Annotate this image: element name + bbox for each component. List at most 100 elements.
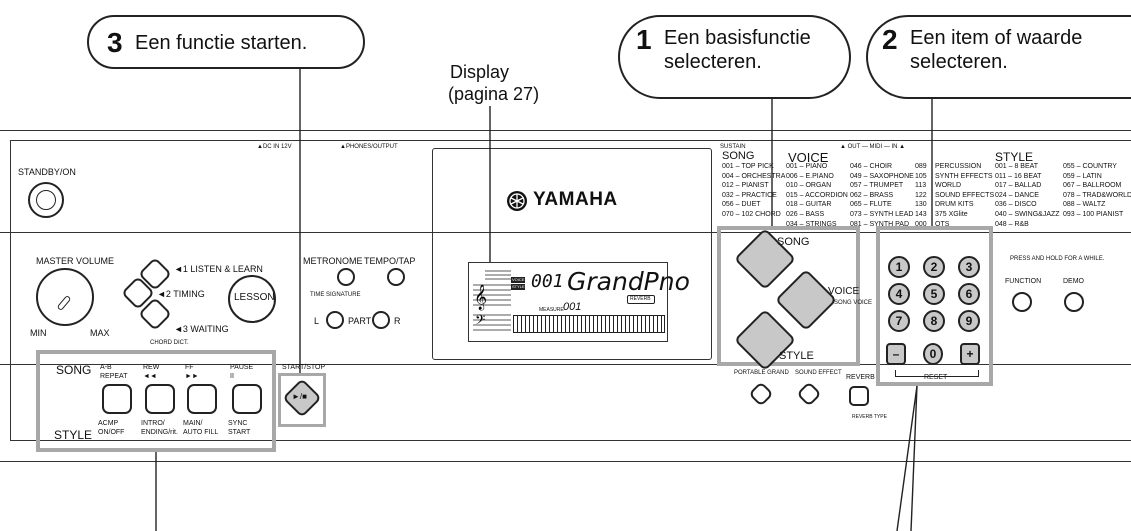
song-voice-label: SONG VOICE bbox=[834, 300, 873, 306]
callout-select-basic-function: 1 Een basisfunctie selecteren. bbox=[618, 15, 851, 99]
callout-text-line1: Een basisfunctie bbox=[664, 27, 811, 49]
part-l-button[interactable] bbox=[326, 311, 344, 329]
chord-dict-label: CHORD DICT. bbox=[150, 340, 189, 346]
number-key-9[interactable]: 9 bbox=[958, 310, 980, 332]
mode-select-highlight bbox=[717, 226, 860, 366]
callout-text: Een functie starten. bbox=[135, 32, 308, 54]
ab-repeat-bottom-label-1: ACMP bbox=[98, 420, 119, 427]
rew-button[interactable] bbox=[145, 384, 175, 414]
number-key-5[interactable]: 5 bbox=[923, 283, 945, 305]
ab-repeat-top-symbol: REPEAT bbox=[100, 373, 128, 380]
rew-bottom-label-1: INTRO/ bbox=[141, 420, 165, 427]
ff-bottom-label-2: AUTO FILL bbox=[183, 429, 219, 436]
pause-bottom-label-2: START bbox=[228, 429, 251, 436]
start-stop-label: START/STOP bbox=[282, 364, 326, 371]
voice-mode-label: VOICE bbox=[828, 286, 860, 297]
number-key-4[interactable]: 4 bbox=[888, 283, 910, 305]
reset-bracket bbox=[895, 370, 979, 377]
time-signature-label: TIME SIGNATURE bbox=[310, 292, 361, 298]
waiting-label: ◄3 WAITING bbox=[174, 324, 229, 334]
svg-text:𝄞: 𝄞 bbox=[474, 284, 487, 310]
pause-top-symbol: II bbox=[230, 373, 234, 380]
style-mode-label: STYLE bbox=[779, 350, 814, 362]
master-volume-label: MASTER VOLUME bbox=[36, 256, 115, 266]
rew-top-label: REW bbox=[143, 364, 160, 371]
metronome-button[interactable] bbox=[337, 268, 355, 286]
display-label-line1: Display bbox=[450, 62, 510, 82]
knob-indicator bbox=[56, 294, 72, 312]
number-key-0[interactable]: 0 bbox=[923, 343, 943, 365]
lcd-reverb-tag: REVERB bbox=[627, 295, 655, 304]
part-r-label: R bbox=[394, 316, 401, 326]
number-key-1[interactable]: 1 bbox=[888, 256, 910, 278]
start-stop-highlight bbox=[278, 373, 326, 427]
press-hold-label: PRESS AND HOLD FOR A WHILE. bbox=[1010, 256, 1105, 262]
portable-grand-label: PORTABLE GRAND bbox=[734, 370, 789, 376]
master-volume-knob[interactable] bbox=[36, 268, 94, 326]
number-key-2[interactable]: 2 bbox=[923, 256, 945, 278]
number-key-3[interactable]: 3 bbox=[958, 256, 980, 278]
lesson-button[interactable]: LESSON bbox=[228, 275, 276, 323]
metronome-label: METRONOME bbox=[303, 256, 363, 266]
lcd-keyboard bbox=[513, 315, 665, 333]
number-key-minus[interactable]: – bbox=[886, 343, 906, 365]
panel-top-inner bbox=[10, 140, 1131, 141]
panel-left-edge bbox=[10, 140, 431, 440]
number-key-6[interactable]: 6 bbox=[958, 283, 980, 305]
song-list-header: SONG bbox=[722, 150, 755, 162]
part-label: PART bbox=[348, 316, 372, 326]
panel-divider-lower bbox=[0, 364, 1131, 365]
number-key-8[interactable]: 8 bbox=[923, 310, 945, 332]
callout-number: 2 bbox=[882, 24, 898, 55]
sound-effect-label: SOUND EFFECT bbox=[795, 370, 842, 376]
display-window-frame bbox=[432, 148, 712, 360]
dc-in-label: ▲DC IN 12V bbox=[257, 144, 292, 150]
ff-top-symbol: ►► bbox=[185, 373, 199, 380]
tempo-tap-button[interactable] bbox=[387, 268, 405, 286]
function-button[interactable] bbox=[1012, 292, 1032, 312]
svg-text:𝄢: 𝄢 bbox=[475, 312, 485, 331]
song-mode-label: SONG bbox=[777, 236, 810, 248]
demo-button[interactable] bbox=[1064, 292, 1084, 312]
number-key-plus[interactable]: + bbox=[960, 343, 980, 365]
lcd-voice-tag: VOICE bbox=[512, 277, 525, 282]
number-keypad-highlight bbox=[876, 226, 993, 386]
callout-number: 3 bbox=[107, 27, 123, 58]
function-label: FUNCTION bbox=[1005, 278, 1042, 285]
volume-max-label: MAX bbox=[90, 328, 110, 338]
lcd-style-indicator: STYLE bbox=[511, 284, 525, 290]
phones-label: ▲PHONES/OUTPUT bbox=[340, 144, 398, 150]
style-list-col2: 055 – COUNTRY 059 – LATIN 067 – BALLROOM… bbox=[1063, 163, 1131, 218]
lcd-staff-notation: 𝄞 𝄢 bbox=[473, 270, 511, 331]
standby-button[interactable] bbox=[28, 182, 64, 218]
standby-label: STANDBY/ON bbox=[18, 167, 76, 177]
lcd-style-tag: STYLE bbox=[512, 284, 525, 289]
ab-repeat-top-label: A-B bbox=[100, 364, 112, 371]
timing-label: ◄2 TIMING bbox=[157, 289, 205, 299]
demo-label: DEMO bbox=[1063, 278, 1084, 285]
yamaha-tuning-fork-icon bbox=[507, 191, 527, 211]
rew-bottom-label-2: ENDING/rit. bbox=[141, 429, 178, 436]
style-list-header: STYLE bbox=[995, 150, 1034, 164]
pause-button[interactable] bbox=[232, 384, 262, 414]
ab-repeat-button[interactable] bbox=[102, 384, 132, 414]
pause-bottom-label-1: SYNC bbox=[228, 420, 248, 427]
callout-start-function: 3 Een functie starten. bbox=[87, 15, 365, 69]
reset-label: RESET bbox=[924, 374, 948, 381]
voice-list-col3: 089 105 113 122 130 143 000 bbox=[915, 163, 927, 228]
panel-divider-upper bbox=[0, 232, 1131, 233]
part-l-label: L bbox=[314, 316, 320, 326]
callout-number: 1 bbox=[636, 24, 652, 55]
number-key-7[interactable]: 7 bbox=[888, 310, 910, 332]
reverb-button[interactable] bbox=[849, 386, 869, 406]
transport-buttons-highlight bbox=[36, 350, 276, 452]
lcd-voice-indicator: VOICE bbox=[511, 277, 525, 283]
voice-list-col1: 001 – PIANO 006 – E.PIANO 010 – ORGAN 01… bbox=[786, 163, 848, 228]
voice-list-col2: 046 – CHOIR 049 – SAXOPHONE 057 – TRUMPE… bbox=[850, 163, 914, 228]
ff-button[interactable] bbox=[187, 384, 217, 414]
part-r-button[interactable] bbox=[372, 311, 390, 329]
reverb-type-label: REVERB TYPE bbox=[852, 414, 887, 420]
volume-min-label: MIN bbox=[30, 328, 47, 338]
sustain-label: SUSTAIN bbox=[720, 144, 746, 150]
lcd-screen: 𝄞 𝄢 VOICE STYLE 001 GrandPno REVERB MEAS… bbox=[468, 262, 690, 342]
